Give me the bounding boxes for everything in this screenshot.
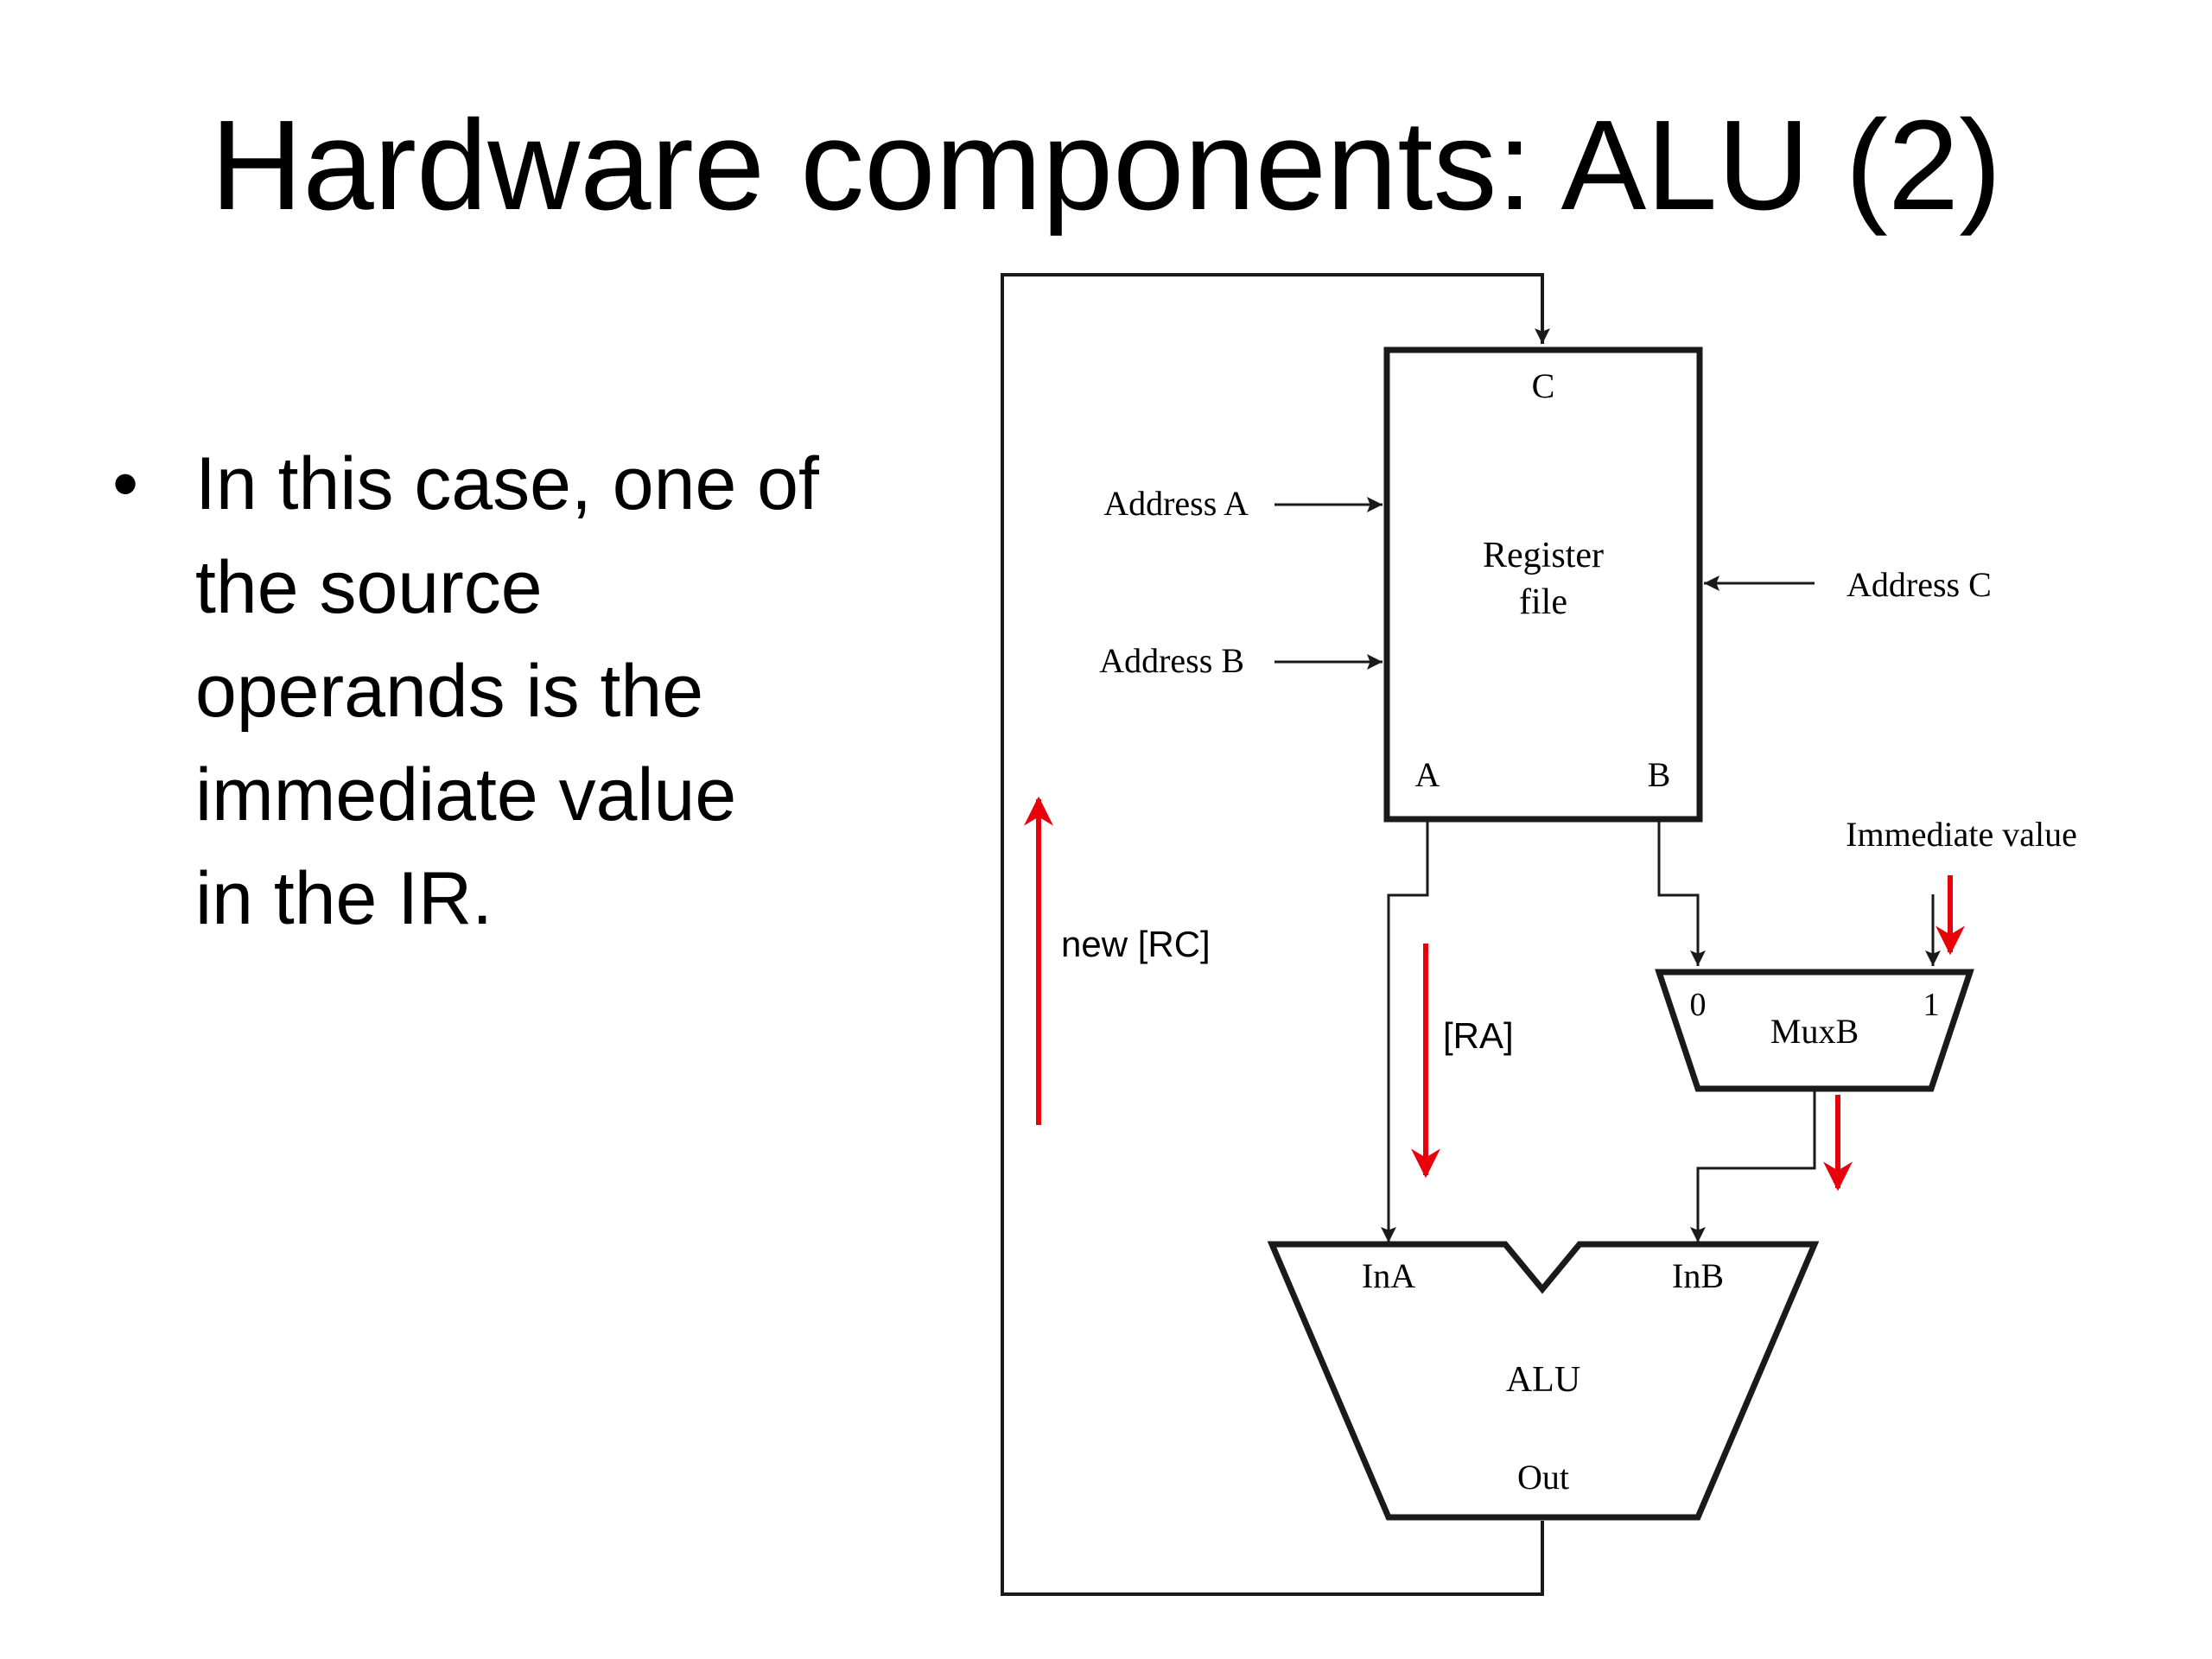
alu-in-b-label: InB [1672,1256,1724,1295]
alu-in-a-label: InA [1362,1256,1415,1295]
ra-annotation: [RA] [1411,944,1514,1179]
alu-out-label: Out [1517,1458,1569,1497]
address-b-input: Address B [1099,641,1382,680]
bullet-line-4: immediate value [195,753,737,836]
muxb-label: MuxB [1770,1012,1859,1051]
immediate-value-label: Immediate value [1846,815,2077,854]
register-port-b-label: B [1648,755,1671,794]
bullet-line-3: operands is the [195,650,704,733]
address-c-label: Address C [1847,565,1992,604]
address-b-label: Address B [1099,641,1244,680]
alu-label: ALU [1506,1360,1580,1400]
register-port-a-label: A [1415,755,1440,794]
address-c-input: Address C [1704,565,1992,604]
register-file: C Register file A B [1383,346,1703,823]
wire-muxb-out [1690,1090,1816,1243]
register-file-label-2: file [1519,582,1567,622]
address-a-input: Address A [1103,484,1382,523]
feedback-wire [1001,273,1550,1596]
bullet-line-1: In this case, one of [195,442,819,525]
slide-title: Hardware components: ALU (2) [210,94,2002,237]
muxb-input-1-label: 1 [1923,987,1940,1023]
wire-ra [1381,821,1429,1243]
new-rc-label: new [RC] [1061,924,1211,964]
ra-label: [RA] [1443,1015,1514,1056]
bullet-line-2: the source [195,546,543,629]
muxb-input-0-label: 0 [1690,987,1707,1023]
register-port-c-label: C [1532,366,1555,405]
immediate-value-input: Immediate value [1846,815,2077,966]
wire-rb [1657,821,1706,966]
address-a-label: Address A [1103,484,1249,523]
new-rc-annotation: new [RC] [1024,796,1211,1125]
bullet-line-5: in the IR. [195,857,493,940]
bullet-dot-icon: • [112,442,139,525]
alu: InA InB ALU Out [1267,1241,1820,1521]
muxb: 0 1 MuxB [1655,969,1974,1092]
register-file-label-1: Register [1483,536,1604,575]
